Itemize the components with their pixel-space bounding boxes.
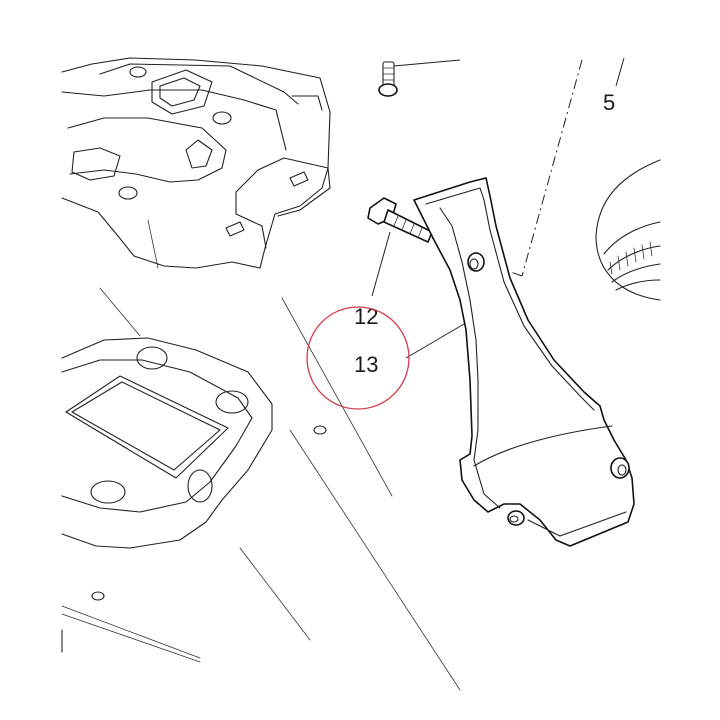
bolt-item-12: 12 (354, 197, 471, 329)
bracket-item-13: 13 (354, 177, 635, 547)
upper-housing (61, 57, 331, 269)
lower-mounting-plate (61, 287, 461, 691)
highlight-circle (306, 306, 410, 410)
center-line (521, 59, 583, 277)
round-component (595, 159, 661, 301)
upper-bolt (378, 59, 461, 97)
callout-5: 5 (603, 57, 625, 115)
callout-label-13: 13 (354, 352, 378, 377)
callout-label-5: 5 (603, 90, 615, 115)
